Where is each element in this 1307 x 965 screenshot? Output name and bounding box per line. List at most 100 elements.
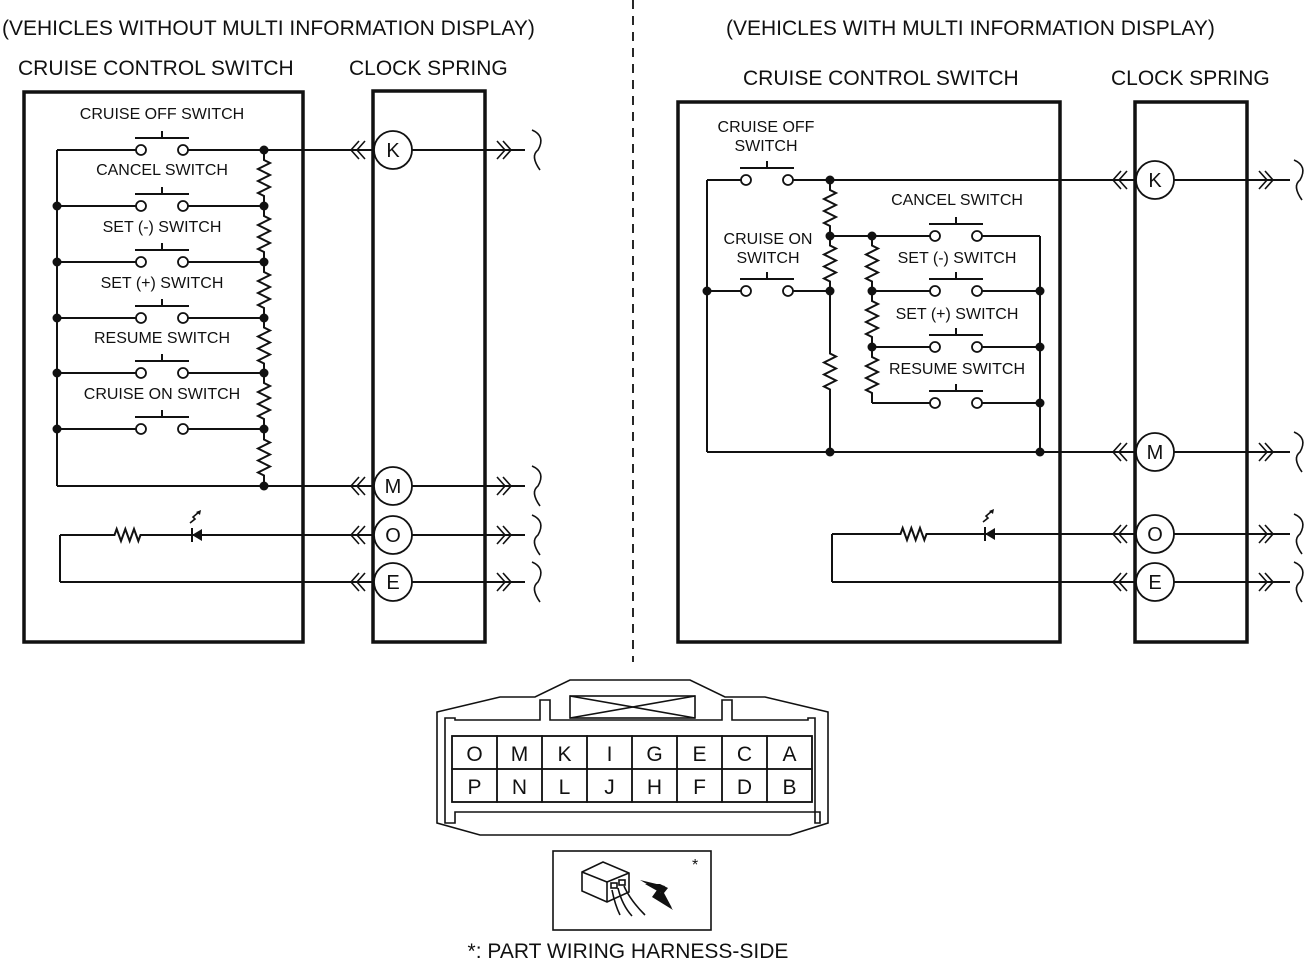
connector-chevron-icon	[349, 525, 366, 545]
right-label-cruise-off-1: CRUISE OFF	[718, 119, 815, 136]
push-switch-icon	[929, 384, 983, 409]
harness-side-inset: *	[552, 850, 712, 931]
connector-chevron-icon	[349, 140, 366, 160]
left-panel-title: (VEHICLES WITHOUT MULTI INFORMATION DISP…	[2, 17, 535, 40]
resistor-icon	[60, 526, 195, 544]
right-terminal-k: K	[1135, 160, 1175, 200]
right-label-cruise-off-2: SWITCH	[734, 138, 797, 155]
push-switch-icon	[135, 299, 189, 324]
connector-pin-label: F	[693, 776, 706, 799]
resistor-icon	[863, 347, 881, 403]
right-terminal-m: M	[1135, 432, 1175, 472]
connector-chevron-icon	[496, 140, 513, 160]
left-terminal-e: E	[373, 562, 413, 602]
led-icon	[189, 510, 202, 542]
resistor-icon	[863, 236, 881, 291]
svg-text:K: K	[386, 140, 400, 162]
push-switch-icon	[135, 410, 189, 435]
connector-chevron-icon	[1258, 572, 1275, 592]
left-clock-spring-label: CLOCK SPRING	[349, 57, 508, 80]
resistor-icon	[821, 236, 839, 291]
connector-chevron-icon	[1111, 572, 1128, 592]
push-switch-icon	[135, 131, 189, 156]
inset-asterisk: *	[692, 857, 698, 874]
resistor-icon	[255, 262, 273, 318]
connector-chevron-icon	[1111, 442, 1128, 462]
connector-chevron-icon	[496, 525, 513, 545]
left-label-cruise-on: CRUISE ON SWITCH	[84, 386, 240, 403]
connector-pin-label: O	[466, 743, 482, 766]
connector-pin-label: D	[737, 776, 752, 799]
right-circuit	[702, 159, 1304, 603]
connector-pin-label: B	[782, 776, 796, 799]
push-switch-icon	[135, 354, 189, 379]
left-clock-spring	[371, 89, 487, 644]
svg-text:O: O	[1147, 524, 1163, 546]
right-label-set-plus: SET (+) SWITCH	[896, 306, 1019, 323]
connector-pin-label: A	[782, 743, 796, 766]
connector-pin-cell	[766, 768, 813, 803]
svg-text:K: K	[1148, 170, 1162, 192]
push-switch-icon	[929, 217, 983, 242]
resistor-icon	[863, 291, 881, 347]
wire-break-icon	[1293, 561, 1304, 603]
wire-break-icon	[531, 465, 542, 507]
right-terminal-o: O	[1135, 514, 1175, 554]
footnote: *: PART WIRING HARNESS-SIDE	[468, 940, 789, 963]
push-switch-icon	[135, 243, 189, 268]
svg-text:E: E	[386, 572, 399, 594]
left-label-resume: RESUME SWITCH	[94, 330, 230, 347]
left-circuit	[52, 129, 542, 603]
connector-pin-label: P	[467, 776, 481, 799]
connector-pin-label: N	[512, 776, 527, 799]
connector-chevron-icon	[349, 476, 366, 496]
resistor-icon	[821, 291, 839, 452]
push-switch-icon	[929, 328, 983, 353]
resistor-icon	[255, 429, 273, 486]
connector-pin-label: K	[557, 743, 571, 766]
wire-break-icon	[1293, 431, 1304, 473]
wire-break-icon	[1293, 513, 1304, 555]
connector-pin-label: M	[511, 743, 529, 766]
right-label-cruise-on-2: SWITCH	[736, 250, 799, 267]
left-switch-block	[22, 90, 305, 644]
resistor-icon	[821, 180, 839, 236]
right-switch-block-label: CRUISE CONTROL SWITCH	[743, 67, 1019, 90]
right-label-cruise-on-1: CRUISE ON	[724, 231, 813, 248]
connector-pin-label: C	[737, 743, 752, 766]
svg-text:E: E	[1148, 572, 1161, 594]
svg-text:M: M	[385, 476, 402, 498]
right-clock-spring	[1133, 100, 1249, 644]
right-panel-title: (VEHICLES WITH MULTI INFORMATION DISPLAY…	[726, 17, 1215, 40]
connector-chevron-icon	[1111, 524, 1128, 544]
resistor-icon	[255, 373, 273, 429]
left-label-cancel: CANCEL SWITCH	[96, 162, 228, 179]
resistor-icon	[255, 150, 273, 206]
left-label-set-plus: SET (+) SWITCH	[101, 275, 224, 292]
connector-pin-label: L	[559, 776, 571, 799]
left-switch-block-label: CRUISE CONTROL SWITCH	[18, 57, 294, 80]
connector-chevron-icon	[1258, 524, 1275, 544]
right-label-resume: RESUME SWITCH	[889, 361, 1025, 378]
connector-chevron-icon	[496, 572, 513, 592]
push-switch-icon	[135, 187, 189, 212]
right-terminal-e: E	[1135, 562, 1175, 602]
led-icon	[982, 509, 995, 541]
connector-pin-label: E	[692, 743, 706, 766]
connector-chevron-icon	[496, 476, 513, 496]
svg-text:M: M	[1147, 442, 1164, 464]
svg-text:O: O	[385, 525, 401, 547]
push-switch-icon	[740, 161, 794, 186]
resistor-icon	[255, 318, 273, 373]
left-terminal-m: M	[373, 466, 413, 506]
resistor-icon	[832, 525, 995, 543]
right-switch-block	[676, 100, 1062, 644]
connector-chevron-icon	[1258, 170, 1275, 190]
resistor-icon	[255, 206, 273, 262]
wire-break-icon	[1293, 159, 1304, 201]
connector-chevron-icon	[1111, 170, 1128, 190]
wire-break-icon	[531, 129, 542, 171]
connector-pin-label: H	[647, 776, 662, 799]
